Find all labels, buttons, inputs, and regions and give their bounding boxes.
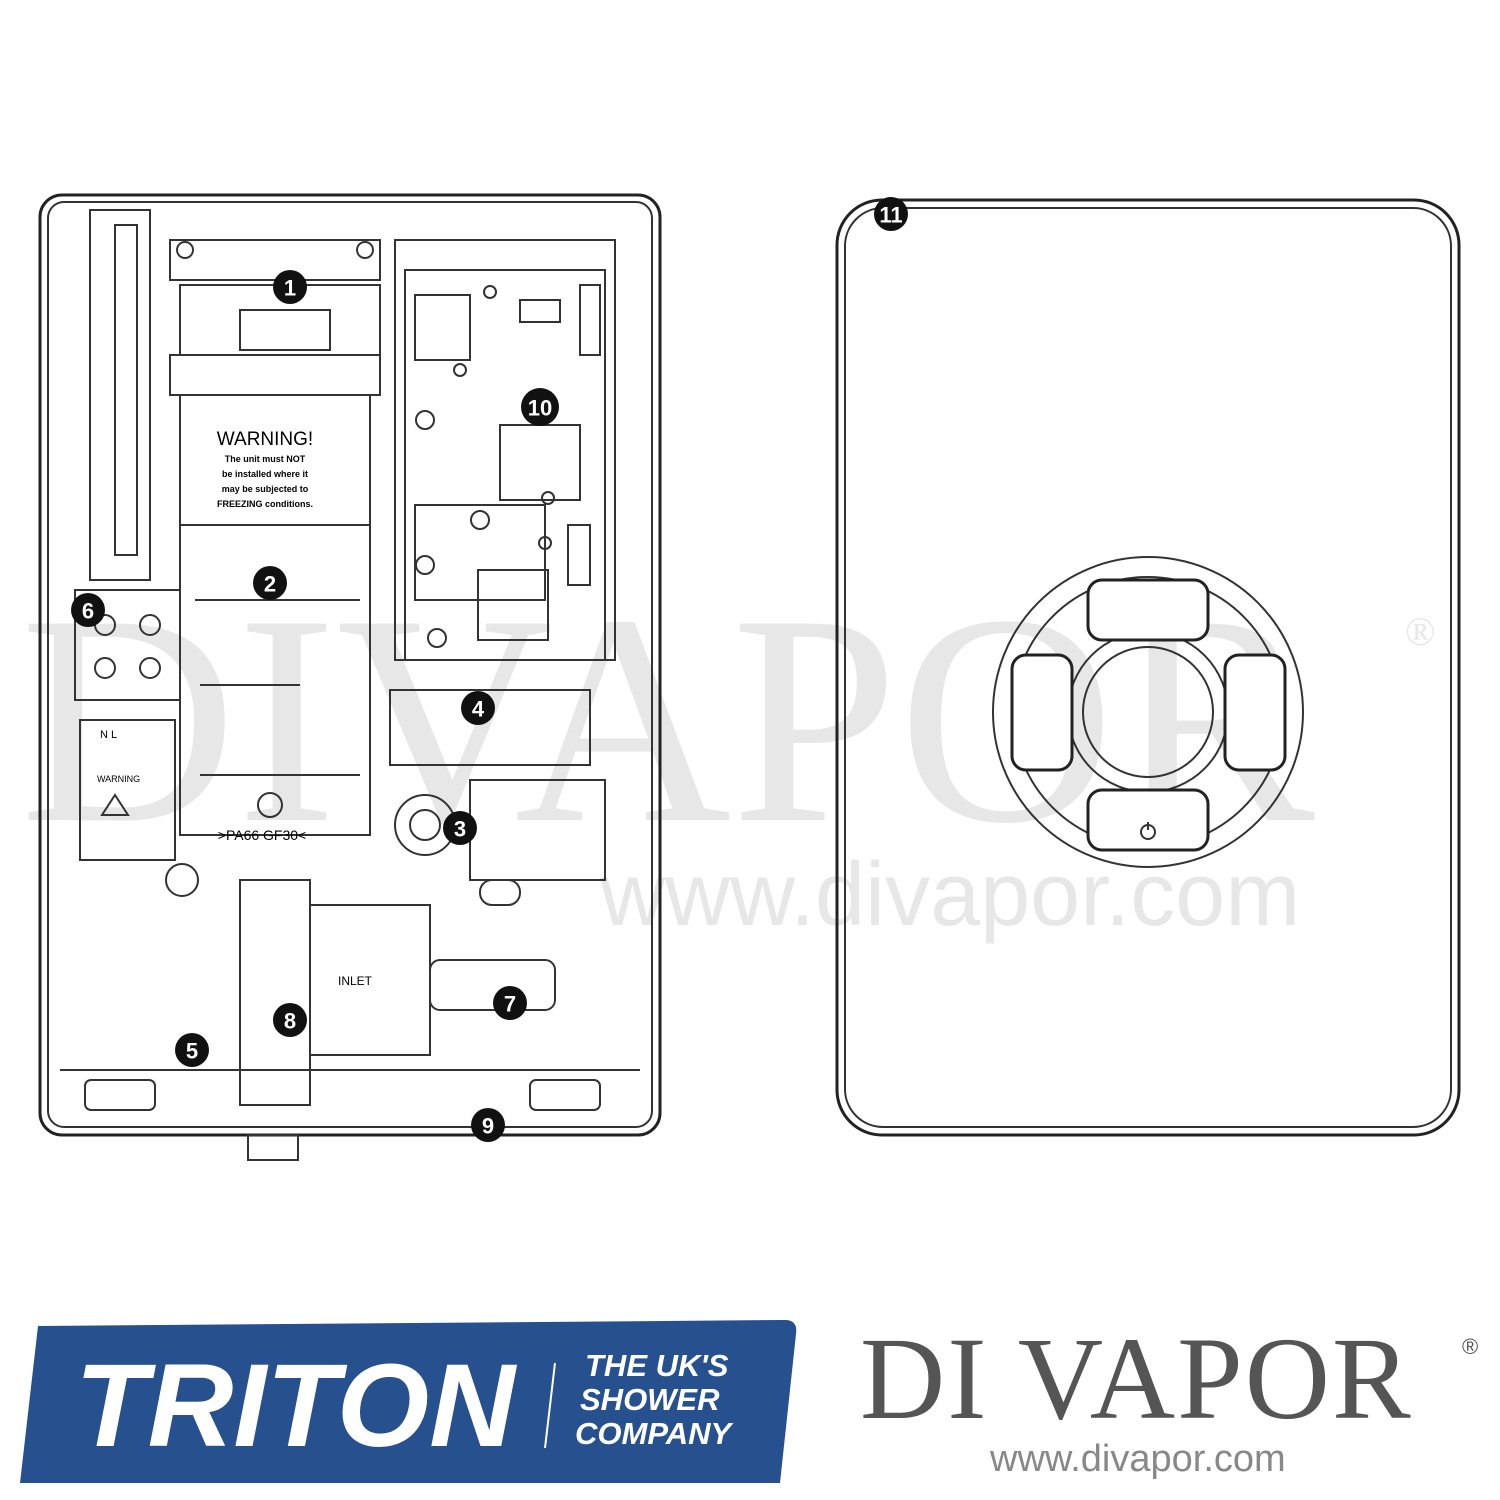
callout-2: 2	[253, 566, 287, 600]
terminal-nl-label: N L	[100, 729, 117, 741]
svg-text:11: 11	[879, 203, 902, 228]
svg-text:3: 3	[454, 817, 466, 842]
triton-name: TRITON	[75, 1340, 518, 1472]
cover-button-left	[1010, 653, 1074, 772]
watermark-reg: ®	[1405, 609, 1435, 654]
cover-button-top	[1086, 578, 1210, 642]
triton-tagline-2: SHOWER	[580, 1382, 720, 1417]
triton-tagline-3: COMPANY	[575, 1416, 734, 1451]
svg-text:4: 4	[472, 697, 485, 722]
callout-11: 11	[874, 197, 908, 231]
triton-tagline-1: THE UK'S	[585, 1348, 729, 1383]
watermark-url: www.divapor.com	[599, 845, 1300, 945]
divapor-logo: DI VAPOR ® www.divapor.com	[860, 1320, 1480, 1490]
callout-7: 7	[493, 986, 527, 1020]
callout-6: 6	[71, 593, 105, 627]
warning-label-line: FREEZING conditions.	[217, 499, 313, 509]
callout-5: 5	[175, 1033, 209, 1067]
divapor-url: www.divapor.com	[990, 1438, 1286, 1480]
callout-3: 3	[443, 811, 477, 845]
warning-label-line: may be subjected to	[222, 484, 309, 494]
inlet-label: INLET	[338, 974, 373, 988]
svg-text:9: 9	[482, 1114, 494, 1139]
svg-text:1: 1	[284, 276, 296, 301]
divapor-reg: ®	[1462, 1334, 1479, 1359]
svg-text:10: 10	[528, 396, 552, 421]
divapor-name: DI VAPOR	[860, 1313, 1413, 1444]
svg-text:8: 8	[284, 1009, 296, 1034]
callout-9: 9	[471, 1108, 505, 1142]
callout-4: 4	[461, 691, 495, 725]
svg-text:7: 7	[504, 992, 516, 1017]
cover-button-power	[1086, 788, 1210, 852]
warning-label-line: be installed where it	[222, 469, 308, 479]
terminal-warning-label: WARNING	[97, 774, 140, 784]
warning-label-title: WARNING!	[217, 429, 313, 450]
svg-text:5: 5	[186, 1039, 198, 1064]
front-cover	[835, 198, 1461, 1137]
callout-8: 8	[273, 1003, 307, 1037]
warning-label-line: The unit must NOT	[225, 454, 306, 464]
cover-button-right	[1223, 653, 1287, 772]
svg-text:6: 6	[82, 599, 94, 624]
callout-10: 10	[521, 388, 559, 426]
triton-logo: TRITON THE UK'S SHOWER COMPANY	[20, 1320, 797, 1483]
svg-text:2: 2	[264, 572, 276, 597]
material-label: >PA66 GF30<	[218, 827, 306, 843]
callout-1: 1	[273, 270, 307, 304]
